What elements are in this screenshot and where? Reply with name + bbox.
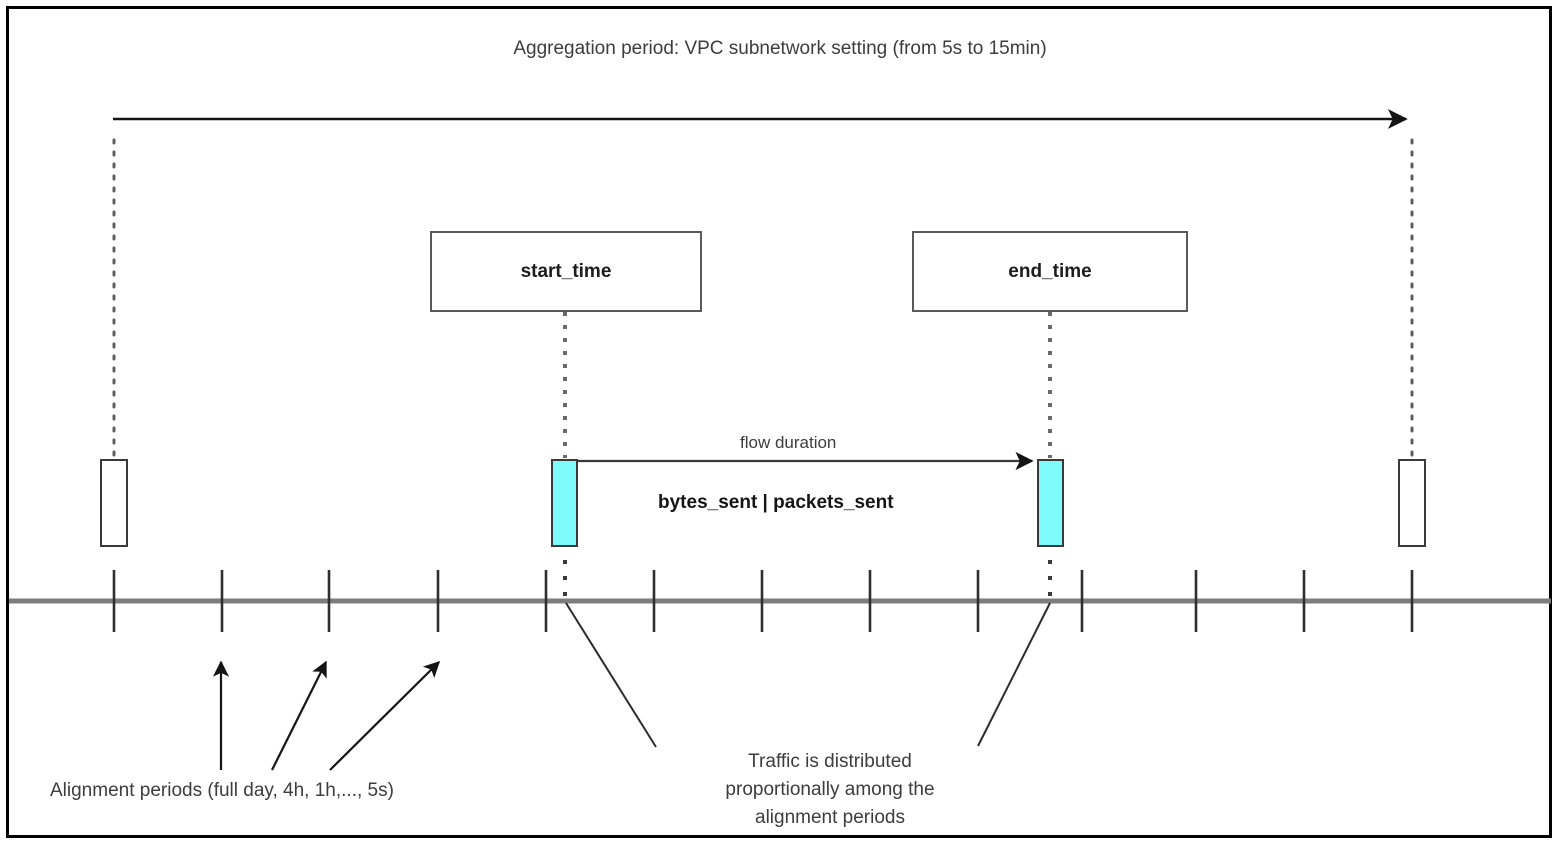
traffic-caption-right-leader-line xyxy=(977,602,1051,747)
metrics-label: bytes_sent | packets_sent xyxy=(658,492,894,513)
end-time-box: end_time xyxy=(912,231,1188,312)
flow-start-bar xyxy=(551,459,578,547)
traffic-caption-line-1: Traffic is distributed xyxy=(748,751,912,772)
diagram-title: Aggregation period: VPC subnetwork setti… xyxy=(513,38,1047,59)
alignment-periods-caption: Alignment periods (full day, 4h, 1h,...,… xyxy=(50,780,394,801)
flow-duration-label: flow duration xyxy=(740,433,837,452)
diagram-frame xyxy=(6,6,1552,838)
timeline-ticks xyxy=(112,570,1414,632)
start-time-box-label: start_time xyxy=(520,260,612,282)
start-time-box: start_time xyxy=(430,231,702,312)
traffic-caption-line-2: proportionally among the xyxy=(725,779,935,800)
traffic-distribution-caption: Traffic is distributed proportionally am… xyxy=(680,748,980,832)
alignment-period-callout-arrows xyxy=(212,660,441,771)
traffic-caption-line-3: alignment periods xyxy=(755,807,905,828)
flow-end-bar xyxy=(1037,459,1064,547)
end-time-box-label: end_time xyxy=(1008,260,1092,282)
aggregation-period-start-bar xyxy=(100,459,128,547)
aggregation-period-end-bar xyxy=(1398,459,1426,547)
traffic-caption-left-leader-line xyxy=(565,602,657,748)
